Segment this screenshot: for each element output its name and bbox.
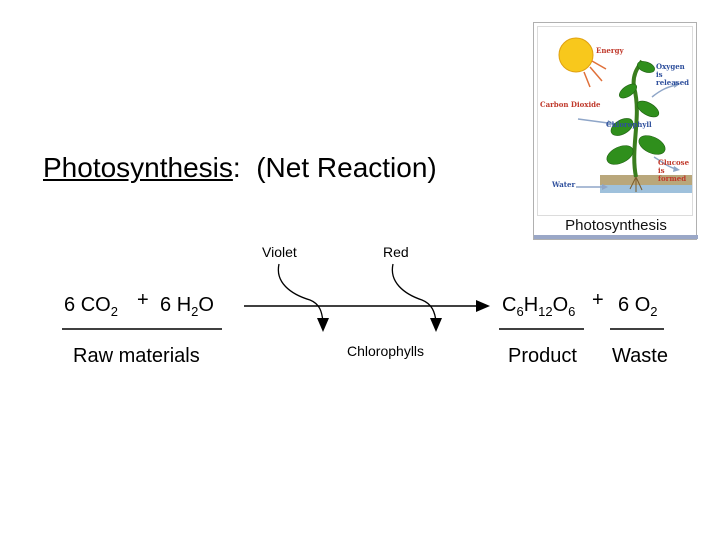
label-carbon-dioxide: Carbon Dioxide xyxy=(540,100,601,109)
red-curve xyxy=(391,263,437,323)
label-raw-materials: Raw materials xyxy=(73,345,200,367)
product-glucose: C6H12O6 xyxy=(502,294,575,319)
leaves xyxy=(606,61,666,165)
violet-arrow-head xyxy=(317,318,329,332)
reactant-h2o: 6 H2O xyxy=(160,294,214,319)
arrow-heads xyxy=(602,81,680,190)
label-violet: Violet xyxy=(262,244,297,260)
sun-icon xyxy=(558,37,607,88)
plus-products: + xyxy=(592,289,604,311)
reaction-arrow-head xyxy=(476,300,490,312)
violet-curve xyxy=(277,263,324,323)
caption-bar xyxy=(534,235,698,239)
title-subtitle: (Net Reaction) xyxy=(256,152,437,183)
plus-reactants: + xyxy=(137,289,149,311)
title-main: Photosynthesis xyxy=(43,152,233,183)
label-chlorophylls: Chlorophylls xyxy=(347,343,424,359)
water-layer xyxy=(600,185,692,193)
label-water: Water xyxy=(552,180,576,189)
product-oxygen: 6 O2 xyxy=(618,294,657,319)
plant-illustration xyxy=(558,37,692,193)
red-arrow-head xyxy=(430,318,442,332)
label-oxygen: Oxygen is released xyxy=(656,62,690,87)
label-waste: Waste xyxy=(612,345,668,367)
photosynthesis-illustration: Energy Oxygen is released Carbon Dioxide… xyxy=(533,22,698,240)
reactant-co2: 6 CO2 xyxy=(64,294,118,319)
slide-title: Photosynthesis: (Net Reaction) xyxy=(43,152,437,184)
label-energy: Energy xyxy=(596,46,624,55)
roots xyxy=(629,176,643,192)
label-chlorophyll: Chlorophyll xyxy=(606,120,652,129)
title-separator: : xyxy=(232,152,241,183)
label-glucose: Glucose is formed xyxy=(658,158,690,183)
label-product: Product xyxy=(508,345,577,367)
label-red: Red xyxy=(383,244,409,260)
illustration-frame: Energy Oxygen is released Carbon Dioxide… xyxy=(537,26,693,216)
illustration-caption: Photosynthesis xyxy=(565,217,667,234)
soil-layer xyxy=(600,175,692,185)
